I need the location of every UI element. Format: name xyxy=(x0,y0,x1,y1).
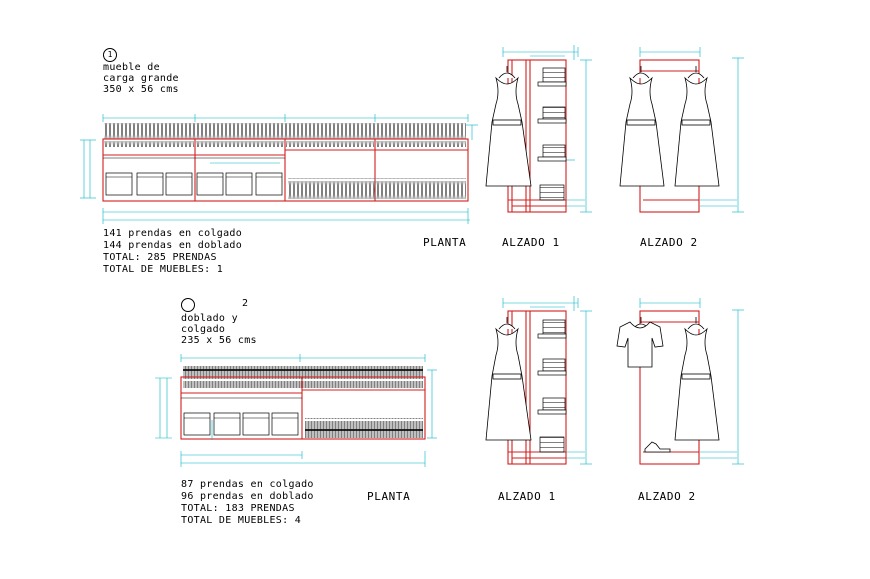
module-2-header-line-3: 235 x 56 cms xyxy=(181,335,257,346)
module-2-stat-units: TOTAL DE MUEBLES: 4 xyxy=(181,515,302,526)
module-1-stat-total: TOTAL: 285 PRENDAS xyxy=(103,252,217,263)
module-1-header-line-3: 350 x 56 cms xyxy=(103,84,179,95)
module-2-circle-marker xyxy=(181,298,195,312)
module-1-plan-label: PLANTA xyxy=(423,236,467,249)
module-2-elevation-1 xyxy=(485,296,592,465)
module-1-elevation-2-label: ALZADO 2 xyxy=(640,236,698,249)
module-2-elevation-1-label: ALZADO 1 xyxy=(498,490,556,503)
module-2-stat-hanging: 87 prendas en colgado xyxy=(181,479,314,490)
module-1-header-line-2: carga grande xyxy=(103,73,179,84)
module-1-plan-view xyxy=(80,114,478,224)
module-1-stat-units: TOTAL DE MUEBLES: 1 xyxy=(103,264,224,275)
module-2-number: 2 xyxy=(242,298,249,309)
module-1-stat-folded: 144 prendas en doblado xyxy=(103,240,243,251)
module-1-elevation-2 xyxy=(619,47,744,213)
module-2-header-line-2: colgado xyxy=(181,324,226,335)
module-2-stat-total: TOTAL: 183 PRENDAS xyxy=(181,503,295,514)
module-2-stat-folded: 96 prendas en doblado xyxy=(181,491,314,502)
module-1-header-line-1: mueble de xyxy=(103,62,160,73)
module-2-elevation-2 xyxy=(616,298,744,465)
module-1-number-badge: 1 xyxy=(103,48,117,62)
module-2-header-line-1: doblado y xyxy=(181,313,238,324)
module-2-plan-label: PLANTA xyxy=(367,490,411,503)
module-2-plan-view xyxy=(155,354,437,467)
module-1-elevation-1-label: ALZADO 1 xyxy=(502,236,560,249)
module-2-elevation-2-label: ALZADO 2 xyxy=(638,490,696,503)
module-1-stat-hanging: 141 prendas en colgado xyxy=(103,228,243,239)
module-1-elevation-1 xyxy=(485,45,592,213)
